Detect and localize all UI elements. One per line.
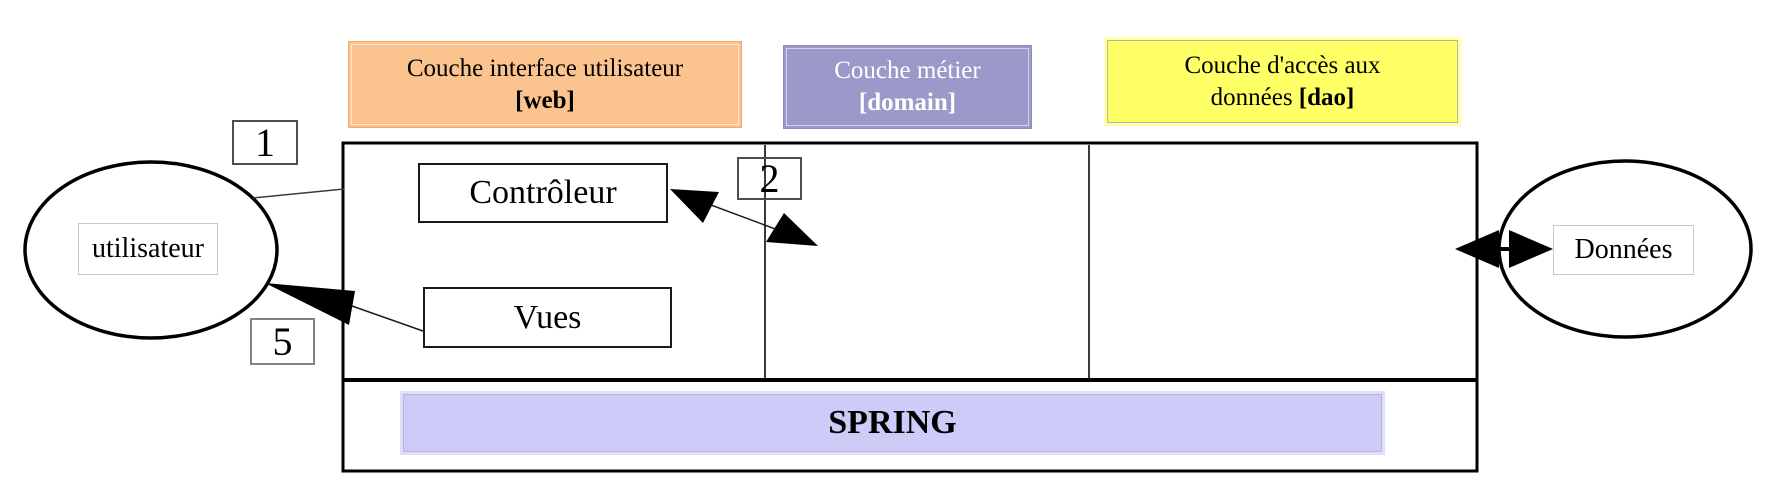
database-actor-label: Données [1553, 225, 1694, 275]
step-5-label: 5 [272, 319, 293, 364]
layer-dao-title: Couche d'accès aux [1184, 51, 1381, 79]
user-actor-label: utilisateur [78, 223, 218, 275]
spring-bar: SPRING [403, 394, 1382, 452]
layer-web-title: Couche interface utilisateur [406, 54, 684, 82]
layer-web-tag-line: [web] [515, 85, 575, 117]
views-box: Vues [423, 287, 672, 348]
layer-web-tag: [web] [515, 86, 575, 114]
frame-arrowhead-icon [1455, 230, 1499, 268]
layer-domain-title: Couche métier [834, 57, 981, 84]
step-1-label: 1 [255, 120, 275, 165]
spring-label: SPRING [828, 404, 957, 441]
database-label-text: Données [1574, 234, 1673, 265]
layer-label-web: Couche interface utilisateur [web] [348, 41, 742, 128]
views-to-user-arrowhead-icon [265, 283, 355, 325]
step-5-box: 5 [250, 318, 315, 365]
step-2-label: 2 [759, 156, 780, 201]
layer-label-dao: Couche d'accès aux données [dao] [1107, 40, 1458, 123]
views-label: Vues [513, 298, 582, 336]
controller-arrowhead-icon [670, 189, 719, 223]
layer-label-domain: Couche métier [domain] [783, 45, 1032, 129]
user-to-frame-line [252, 188, 345, 199]
data-arrowhead-icon [1509, 230, 1553, 268]
layer-domain-tag: [domain] [858, 89, 957, 116]
layer-dao-tag-line: données [dao] [1210, 83, 1355, 111]
views-to-user-line [351, 305, 424, 332]
controller-box: Contrôleur [418, 163, 668, 223]
user-label-text: utilisateur [92, 233, 204, 264]
layer-domain-tag-line: [domain] [859, 87, 956, 119]
controller-label: Contrôleur [469, 174, 617, 211]
domain-arrowhead-icon [766, 213, 818, 246]
layer-dao-tag: [dao] [1298, 83, 1355, 111]
step-2-box: 2 [737, 156, 802, 201]
step-1-box: 1 [232, 120, 298, 165]
